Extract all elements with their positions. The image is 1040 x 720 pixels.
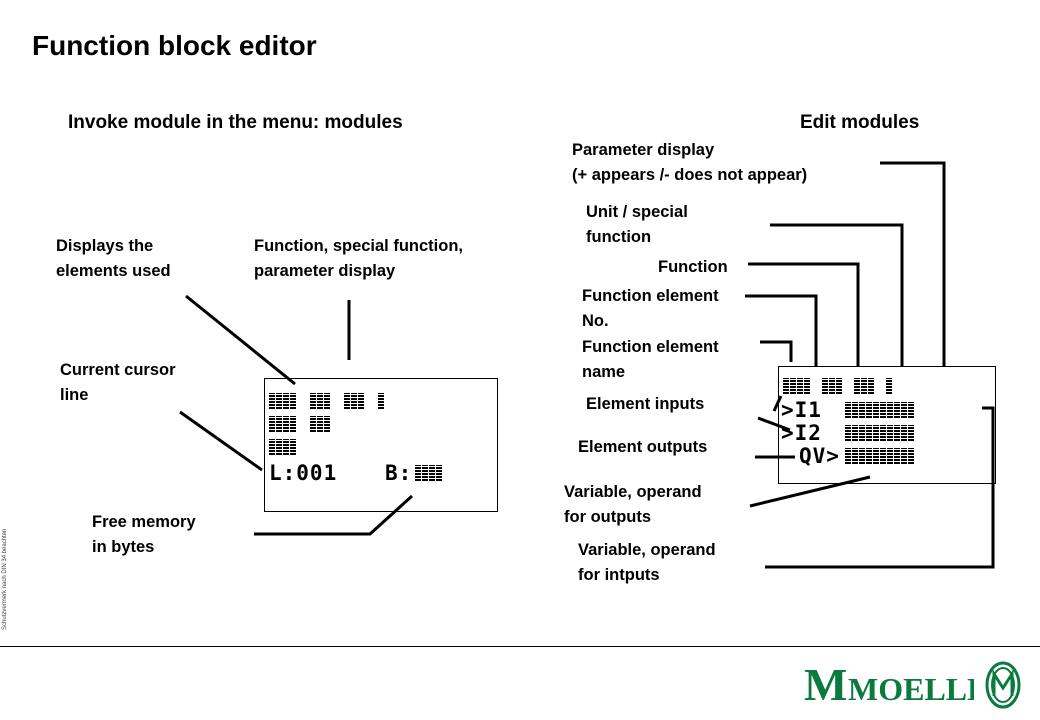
lcd-header-row [783,378,892,394]
label-parameter-display: Parameter display(+ appears /- does not … [572,141,808,184]
lcd-output: QV> [799,444,840,468]
right-heading: Edit modules [800,112,920,133]
logo-text: MOELLER [848,671,974,707]
moeller-logo: M MOELLER [804,659,1012,710]
label-element-inputs: Element inputs [586,395,705,413]
lcd-line-number: L:001 [269,461,338,485]
footer-divider [0,646,1040,647]
leader-element-name [760,340,793,362]
leader-cursor-line [179,410,263,472]
lcd-input-2-value [845,425,914,441]
leader-inputs-a [772,395,783,412]
lcd-bytes-value [415,465,442,481]
leader-element-no [745,294,818,366]
leader-var-outputs [749,475,871,508]
leader-displays-elements [185,294,296,386]
label-function: Function [658,258,728,276]
lcd-bytes-label: B: [385,461,413,485]
lcd-row-3 [269,439,296,455]
left-heading: Invoke module in the menu: modules [68,112,403,133]
leader-var-inputs [765,406,995,569]
leader-parameter-display [880,161,946,366]
lcd-input-2: >I2 [781,421,822,445]
leader-free-memory [254,494,414,536]
label-function-display: Function, special function,parameter dis… [254,237,464,280]
lcd-input-1: >I1 [781,398,822,422]
leader-function [748,262,860,366]
lcd-display-right: >I1 >I2 QV> [778,366,996,484]
lcd-output-value [845,448,914,464]
moeller-emblem-icon [984,660,1022,710]
lcd-row-1 [269,393,384,409]
page-title: Function block editor [32,30,317,61]
leader-unit-special [770,223,904,366]
lcd-input-1-value [845,402,914,418]
lcd-display-left: L:001 B: [264,378,498,512]
lcd-row-2 [269,416,330,432]
leader-inputs-b [757,416,791,432]
label-element-outputs: Element outputs [578,438,708,456]
svg-text:M: M [804,662,847,708]
